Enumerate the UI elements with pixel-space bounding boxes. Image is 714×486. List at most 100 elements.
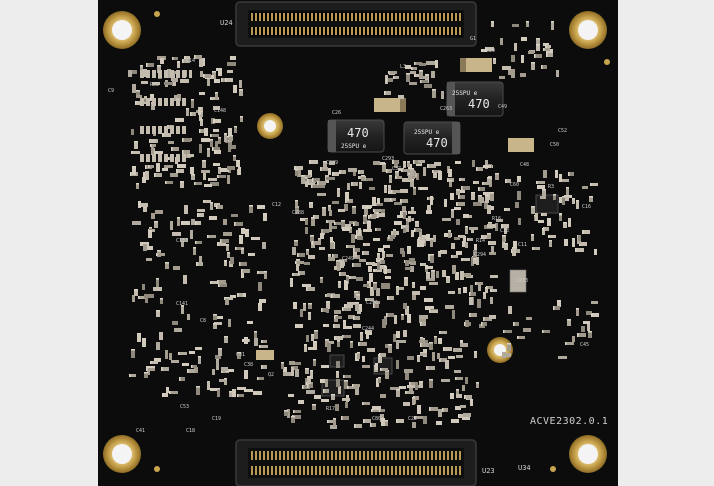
connector-pin bbox=[363, 13, 365, 21]
connector-pin bbox=[303, 13, 305, 21]
smd-terminal bbox=[161, 367, 163, 371]
smd-component bbox=[454, 370, 461, 373]
smd-component bbox=[305, 227, 308, 234]
smd-component bbox=[311, 334, 314, 341]
smd-terminal bbox=[553, 306, 555, 310]
smd-component bbox=[189, 70, 192, 78]
smd-terminal bbox=[414, 416, 416, 419]
smd-terminal bbox=[545, 45, 547, 48]
smd-component bbox=[344, 380, 348, 389]
smd-component bbox=[184, 56, 190, 59]
smd-terminal bbox=[181, 305, 184, 307]
smd-component bbox=[356, 294, 360, 300]
smd-terminal bbox=[182, 59, 184, 63]
connector-pin bbox=[251, 13, 253, 21]
smd-component bbox=[239, 262, 247, 266]
smd-terminal bbox=[295, 261, 297, 264]
connector-pin bbox=[299, 27, 301, 35]
smd-terminal bbox=[406, 73, 410, 75]
smd-terminal bbox=[487, 177, 491, 179]
smd-terminal bbox=[207, 148, 210, 150]
connector-pin bbox=[259, 466, 261, 475]
smd-component bbox=[429, 379, 433, 388]
smd-component bbox=[482, 182, 489, 185]
smd-terminal bbox=[425, 265, 428, 267]
smd-component bbox=[143, 244, 147, 251]
smd-component bbox=[343, 320, 346, 328]
connector-pin bbox=[419, 27, 421, 35]
smd-component bbox=[441, 379, 450, 382]
smd-terminal bbox=[293, 302, 297, 304]
smd-terminal bbox=[176, 169, 178, 173]
smd-component bbox=[296, 263, 299, 271]
smd-component bbox=[543, 43, 549, 46]
smd-component bbox=[294, 166, 303, 170]
smd-component bbox=[328, 205, 331, 211]
smd-component bbox=[154, 173, 162, 177]
smd-terminal bbox=[426, 272, 430, 274]
smd-component bbox=[241, 269, 250, 273]
smd-component bbox=[362, 356, 365, 362]
smd-component bbox=[390, 387, 399, 390]
smd-terminal bbox=[424, 298, 426, 302]
smd-component bbox=[474, 244, 477, 251]
smd-component bbox=[432, 89, 436, 98]
smd-component bbox=[342, 227, 350, 231]
smd-component bbox=[333, 418, 336, 427]
smd-terminal bbox=[358, 170, 360, 174]
smd-component bbox=[413, 160, 421, 164]
connector-pin bbox=[283, 451, 285, 460]
smd-terminal bbox=[531, 62, 535, 64]
smd-component bbox=[306, 390, 315, 394]
connector-pin bbox=[379, 466, 381, 475]
smd-terminal bbox=[294, 166, 296, 170]
smd-terminal bbox=[414, 228, 416, 232]
connector-pin bbox=[283, 466, 285, 475]
smd-component bbox=[254, 338, 258, 346]
smd-component bbox=[369, 273, 373, 282]
smd-terminal bbox=[181, 221, 183, 225]
connector-pin bbox=[403, 27, 405, 35]
smd-terminal bbox=[249, 205, 253, 207]
smd-component bbox=[351, 182, 358, 186]
smd-component bbox=[353, 324, 361, 328]
smd-terminal bbox=[434, 336, 437, 338]
resistor-array-element bbox=[158, 126, 162, 134]
smd-component bbox=[388, 71, 397, 74]
smd-terminal bbox=[408, 211, 410, 214]
smd-terminal bbox=[145, 165, 147, 169]
smd-terminal bbox=[365, 298, 367, 301]
connector-pin bbox=[331, 451, 333, 460]
smd-component bbox=[198, 107, 201, 115]
smd-terminal bbox=[576, 308, 579, 310]
smd-component bbox=[156, 253, 165, 256]
smd-component bbox=[370, 214, 377, 217]
smd-terminal bbox=[304, 177, 307, 179]
smd-terminal bbox=[414, 62, 416, 65]
smd-component bbox=[426, 61, 435, 65]
smd-terminal bbox=[455, 161, 457, 164]
connector-pin bbox=[339, 466, 341, 475]
connector-pin bbox=[367, 27, 369, 35]
smd-terminal bbox=[420, 187, 422, 190]
smd-component bbox=[430, 254, 434, 263]
connector-pin bbox=[315, 27, 317, 35]
smd-component bbox=[307, 384, 313, 388]
smd-terminal bbox=[214, 150, 216, 154]
smd-terminal bbox=[370, 214, 372, 217]
smd-component bbox=[295, 169, 298, 176]
smd-component bbox=[200, 71, 203, 77]
smd-component bbox=[512, 24, 519, 27]
smd-component bbox=[438, 251, 441, 257]
smd-component bbox=[470, 399, 473, 406]
resistor-array-element bbox=[152, 126, 156, 134]
smd-terminal bbox=[430, 238, 433, 240]
smd-component bbox=[431, 270, 435, 279]
smd-terminal bbox=[386, 78, 388, 82]
smd-component bbox=[420, 353, 427, 356]
smd-terminal bbox=[356, 234, 358, 238]
connector-pin bbox=[403, 13, 405, 21]
smd-component bbox=[304, 344, 307, 352]
smd-terminal bbox=[536, 44, 540, 46]
